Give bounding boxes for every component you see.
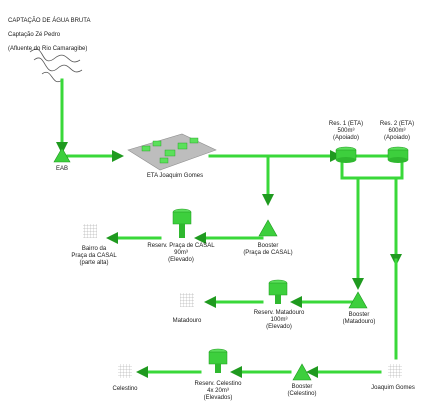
eta-plant-icon (127, 133, 217, 171)
res2-label: Res. 2 (ETA) 600m³ (Apoiado) (379, 121, 415, 141)
source-title-line2: Captação Zé Pedro (8, 32, 61, 38)
eta-label: ETA Joaquim Gomes (146, 173, 204, 179)
source-title: CAPTAÇÃO DE ÁGUA BRUTA Captação Zé Pedro… (8, 11, 90, 53)
res2-tank-icon (387, 146, 409, 163)
booster-celestino-label: Booster (Celestino) (287, 384, 317, 397)
res1-tank-icon (335, 146, 357, 163)
pipelines (56, 78, 404, 378)
matadouro-grid-icon (180, 293, 194, 307)
reserv-celestino-tank-icon (208, 348, 228, 373)
reserv-casal-tank-icon (172, 208, 192, 238)
river-icon (29, 48, 83, 83)
joaquim-gomes-label: Joaquim Gomes (371, 385, 415, 391)
reserv-matadouro-tank-icon (268, 279, 288, 304)
celestino-grid-icon (118, 364, 132, 378)
booster-matadouro-icon (348, 291, 368, 309)
reserv-matadouro-label: Reserv. Matadouro 100m³ (Elevado) (253, 310, 305, 330)
bairro-casal-label: Bairro da Praça da CASAL (parte alta) (71, 246, 117, 266)
reserv-celestino-label: Reserv. Celestino 4x 20m³ (Elevados) (194, 381, 242, 401)
res1-label: Res. 1 (ETA) 500m³ (Apoiado) (328, 121, 364, 141)
booster-matadouro-label: Booster (Matadouro) (342, 312, 376, 325)
booster-celestino-icon (292, 363, 312, 381)
booster-casal-label: Booster (Praça de CASAL) (243, 243, 293, 256)
booster-casal-icon (258, 219, 278, 237)
bairro-casal-grid-icon (83, 224, 97, 238)
joaquim-gomes-grid-icon (388, 364, 402, 378)
celestino-label: Celestino (112, 386, 138, 392)
source-title-line1: CAPTAÇÃO DE ÁGUA BRUTA (8, 18, 91, 24)
source-title-line3: (Afluente do Rio Camaragibe) (8, 46, 88, 52)
eab-label: EAB (55, 166, 68, 172)
eab-pump-icon (53, 147, 71, 163)
matadouro-label: Matadouro (172, 318, 202, 324)
reserv-casal-label: Reserv. Praça de CASAL 90m³ (Elevado) (147, 243, 215, 263)
